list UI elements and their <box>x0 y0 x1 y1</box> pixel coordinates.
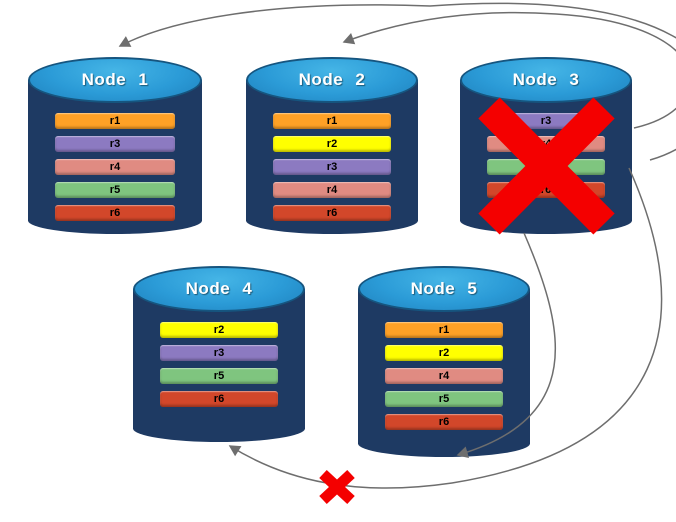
replica-bar: r6 <box>55 205 175 221</box>
replica-bar: r2 <box>385 345 503 361</box>
replica-bar: r5 <box>487 159 605 175</box>
cylinder-top: Node 4 <box>133 266 305 312</box>
node-1: r1 r3 r4 r5 r6 Node 1 <box>28 57 202 234</box>
replica-bar: r6 <box>487 182 605 198</box>
replica-list: r1 r2 r4 r5 r6 <box>358 322 530 430</box>
replica-bar: r5 <box>55 182 175 198</box>
node-title: Node 2 <box>298 70 366 89</box>
replica-bar: r4 <box>273 182 391 198</box>
replica-bar: r2 <box>160 322 278 338</box>
replica-bar: r6 <box>273 205 391 221</box>
replica-bar: r1 <box>385 322 503 338</box>
node-2: r1 r2 r3 r4 r6 Node 2 <box>246 57 418 234</box>
replica-bar: r6 <box>160 391 278 407</box>
cylinder-top: Node 3 <box>460 57 632 103</box>
node-title: Node 4 <box>185 279 253 298</box>
replica-list: r1 r3 r4 r5 r6 <box>28 113 202 221</box>
node-title: Node 3 <box>512 70 580 89</box>
cylinder-top: Node 5 <box>358 266 530 312</box>
replica-bar: r3 <box>160 345 278 361</box>
replica-bar: r6 <box>385 414 503 430</box>
replica-bar: r4 <box>385 368 503 384</box>
replica-bar: r3 <box>273 159 391 175</box>
replica-bar: r3 <box>487 113 605 129</box>
replica-bar: r1 <box>55 113 175 129</box>
replica-bar: r5 <box>160 368 278 384</box>
replica-bar: r4 <box>55 159 175 175</box>
node-title: Node 5 <box>410 279 478 298</box>
cylinder-top: Node 1 <box>28 57 202 103</box>
replica-list: r2 r3 r5 r6 <box>133 322 305 407</box>
node-title: Node 1 <box>81 70 149 89</box>
node-3: r3 r4 r5 r6 Node 3 <box>460 57 632 234</box>
replica-bar: r2 <box>273 136 391 152</box>
replica-bar: r3 <box>55 136 175 152</box>
replica-bar: r4 <box>487 136 605 152</box>
node-5: r1 r2 r4 r5 r6 Node 5 <box>358 266 530 457</box>
replica-bar: r1 <box>273 113 391 129</box>
replica-bar: r5 <box>385 391 503 407</box>
replica-list: r3 r4 r5 r6 <box>460 113 632 198</box>
node-4: r2 r3 r5 r6 Node 4 <box>133 266 305 442</box>
link-failure-x-icon <box>319 469 355 505</box>
cylinder-top: Node 2 <box>246 57 418 103</box>
replica-list: r1 r2 r3 r4 r6 <box>246 113 418 221</box>
